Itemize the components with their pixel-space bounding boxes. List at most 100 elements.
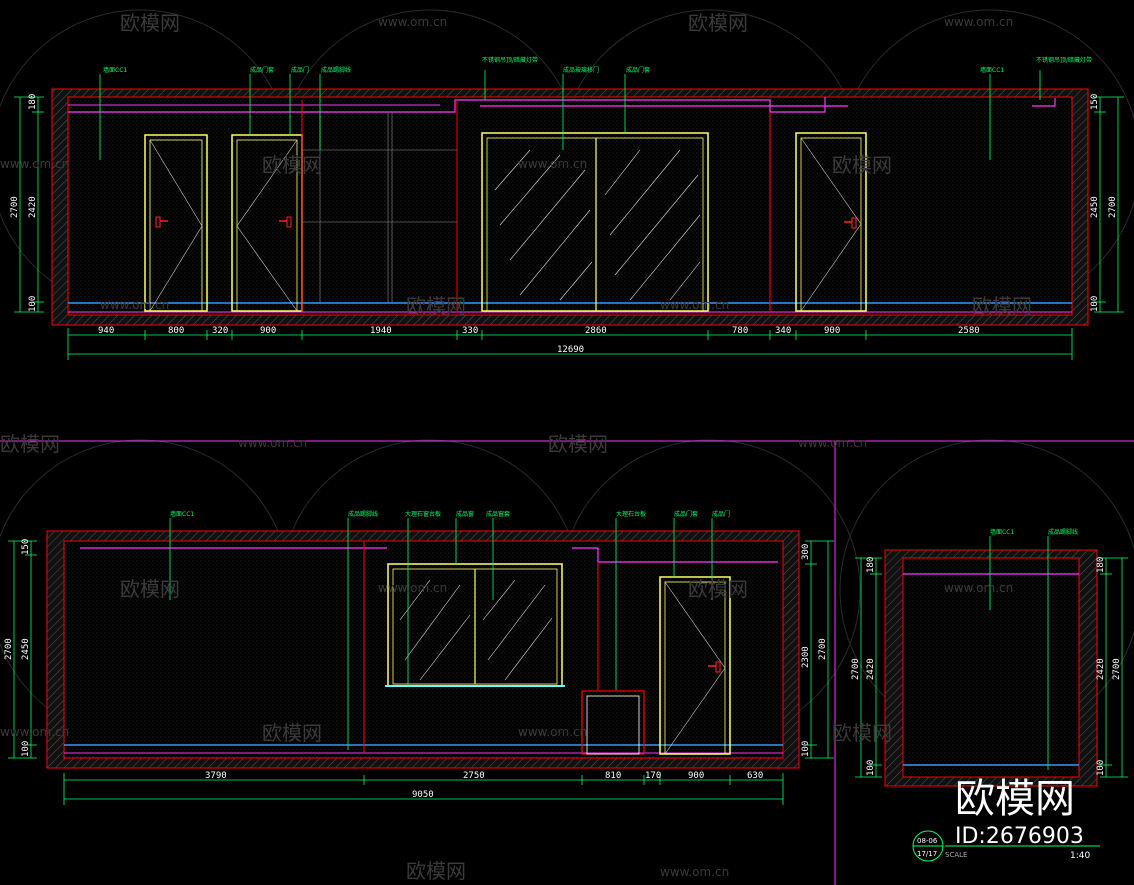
dim-top-5: 1940 bbox=[370, 326, 392, 336]
watermark-site-8: www.om.cn bbox=[798, 436, 867, 450]
watermark-site-9: www.om.cn bbox=[378, 581, 447, 595]
label-br-2: 成品踢脚线 bbox=[1048, 528, 1078, 536]
dim-br-right-3: 2700 bbox=[1112, 658, 1122, 680]
dim-bl-left-3: 2450 bbox=[21, 638, 31, 660]
label-bl-3: 大理石窗台板 bbox=[405, 510, 441, 518]
dim-bl-5: 900 bbox=[688, 771, 704, 781]
title-block: 08-06 17/17 SCALE 1:40 bbox=[912, 830, 1100, 862]
dim-bl-right-2: 2300 bbox=[801, 646, 811, 668]
watermark-brand-4: 欧模网 bbox=[832, 153, 892, 177]
dim-bl-1: 3790 bbox=[205, 771, 227, 781]
watermark-brand-8: 欧模网 bbox=[548, 432, 608, 456]
watermark-site-3: www.om.cn bbox=[518, 157, 587, 171]
dim-br-left-3: 2420 bbox=[866, 658, 876, 680]
dim-top-left-1: 180 bbox=[28, 94, 38, 110]
watermark-brand-7: 欧模网 bbox=[0, 432, 60, 456]
dim-bl-3: 810 bbox=[605, 771, 621, 781]
dim-top-7: 2860 bbox=[585, 326, 607, 336]
watermark-site-13: www.om.cn bbox=[660, 865, 729, 879]
title-scale-label: SCALE bbox=[945, 851, 967, 859]
dim-top-left-2: 2700 bbox=[10, 196, 20, 218]
watermark-brand-1: 欧模网 bbox=[120, 11, 180, 35]
label-bl-5: 成品窗套 bbox=[486, 510, 510, 518]
watermark-brand-large: 欧模网 bbox=[955, 776, 1075, 822]
title-scale: 1:40 bbox=[1070, 851, 1090, 861]
dim-top-total: 12690 bbox=[557, 345, 584, 355]
watermark-brand-3: 欧模网 bbox=[262, 153, 322, 177]
watermark-brand-9: 欧模网 bbox=[120, 577, 180, 601]
watermark-site-6: www.om.cn bbox=[100, 298, 169, 312]
dim-bl-left-4: 100 bbox=[21, 741, 31, 757]
watermark-brand-12: 欧模网 bbox=[832, 721, 892, 745]
dim-br-right-1: 180 bbox=[1096, 557, 1106, 573]
watermark-site-7: www.om.cn bbox=[238, 436, 307, 450]
label-top-4: 成品踢脚线 bbox=[321, 66, 351, 74]
dim-bl-left-1: 150 bbox=[21, 539, 31, 555]
dim-bl-right-3: 2700 bbox=[818, 638, 828, 660]
title-sheet: 17/17 bbox=[917, 850, 937, 858]
watermark-site-4: www.om.cn bbox=[0, 157, 69, 171]
elevation-bottom-right: 墙面CC1 成品踢脚线 180 2700 2420 100 180 2420 2… bbox=[851, 528, 1128, 787]
dim-top-8: 780 bbox=[732, 326, 748, 336]
watermark-brand-10: 欧模网 bbox=[688, 577, 748, 601]
dim-top-right-3: 2700 bbox=[1108, 196, 1118, 218]
label-bl-8: 成品门 bbox=[712, 510, 730, 518]
watermark-brand-6: 欧模网 bbox=[972, 294, 1032, 318]
dim-top-1: 940 bbox=[98, 326, 114, 336]
watermark-site-11: www.om.cn bbox=[518, 725, 587, 739]
label-bl-7: 成品门套 bbox=[674, 510, 698, 518]
elevation-top: 墙面CC1 成品门套 成品门 成品踢脚线 不锈钢吊顶/暗藏灯带 成品玻璃移门 成… bbox=[10, 56, 1124, 360]
elevation-bottom-left: 墙面CC1 成品踢脚线 大理石窗台板 成品窗 成品窗套 大理石台板 成品门套 成… bbox=[4, 510, 834, 805]
watermark-texts: 欧模网 www.om.cn 欧模网 www.om.cn 欧模网 www.om.c… bbox=[0, 11, 1084, 883]
label-br-1: 墙面CC1 bbox=[990, 528, 1014, 536]
dim-top-4: 900 bbox=[260, 326, 276, 336]
label-top-6: 成品玻璃移门 bbox=[563, 66, 599, 74]
dim-bl-right-4: 100 bbox=[801, 741, 811, 757]
dim-top-left-4: 100 bbox=[28, 296, 38, 312]
label-top-1: 墙面CC1 bbox=[103, 66, 127, 74]
watermark-brand-11: 欧模网 bbox=[262, 721, 322, 745]
dim-top-right-2: 2450 bbox=[1090, 196, 1100, 218]
dim-br-left-4: 100 bbox=[866, 760, 876, 776]
dim-bl-total: 9050 bbox=[412, 790, 434, 800]
dim-top-6: 330 bbox=[462, 326, 478, 336]
watermark-site-1: www.om.cn bbox=[378, 15, 447, 29]
watermark-site-10: www.om.cn bbox=[944, 581, 1013, 595]
dim-top-left-3: 2420 bbox=[28, 196, 38, 218]
dim-br-right-2: 2420 bbox=[1096, 658, 1106, 680]
label-top-9: 不锈钢吊顶/暗藏灯带 bbox=[1036, 56, 1092, 64]
dim-bl-right-1: 300 bbox=[801, 544, 811, 560]
label-top-2: 成品门套 bbox=[250, 66, 274, 74]
watermark-brand-5: 欧模网 bbox=[406, 294, 466, 318]
label-bl-1: 墙面CC1 bbox=[170, 510, 194, 518]
dim-bl-left-2: 2700 bbox=[4, 638, 14, 660]
dim-top-9: 340 bbox=[775, 326, 791, 336]
dim-top-right-4: 100 bbox=[1090, 296, 1100, 312]
dim-top-2: 800 bbox=[168, 326, 184, 336]
title-code: 08-06 bbox=[917, 837, 938, 845]
dim-br-right-4: 100 bbox=[1096, 760, 1106, 776]
watermark-brand-13: 欧模网 bbox=[406, 859, 466, 883]
dim-br-left-1: 180 bbox=[866, 557, 876, 573]
dim-top-10: 900 bbox=[824, 326, 840, 336]
dim-bl-2: 2750 bbox=[463, 771, 485, 781]
watermark-site-12: www.om.cn bbox=[0, 725, 69, 739]
label-top-3: 成品门 bbox=[291, 66, 309, 74]
label-top-8: 墙面CC1 bbox=[980, 66, 1004, 74]
dim-top-right-1: 150 bbox=[1090, 94, 1100, 110]
dim-bl-6: 630 bbox=[747, 771, 763, 781]
watermark-brand-2: 欧模网 bbox=[688, 11, 748, 35]
dim-top-11: 2580 bbox=[958, 326, 980, 336]
dim-top-3: 320 bbox=[212, 326, 228, 336]
label-bl-4: 成品窗 bbox=[456, 510, 474, 518]
label-bl-6: 大理石台板 bbox=[616, 510, 646, 518]
dim-br-left-2: 2700 bbox=[851, 658, 861, 680]
watermark-site-2: www.om.cn bbox=[944, 15, 1013, 29]
label-bl-2: 成品踢脚线 bbox=[348, 510, 378, 518]
label-top-7: 成品门套 bbox=[626, 66, 650, 74]
label-top-5: 不锈钢吊顶/暗藏灯带 bbox=[482, 56, 538, 64]
dim-bl-4: 170 bbox=[645, 771, 661, 781]
watermark-id: ID:2676903 bbox=[955, 824, 1084, 849]
watermark-site-5: www.om.cn bbox=[660, 298, 729, 312]
